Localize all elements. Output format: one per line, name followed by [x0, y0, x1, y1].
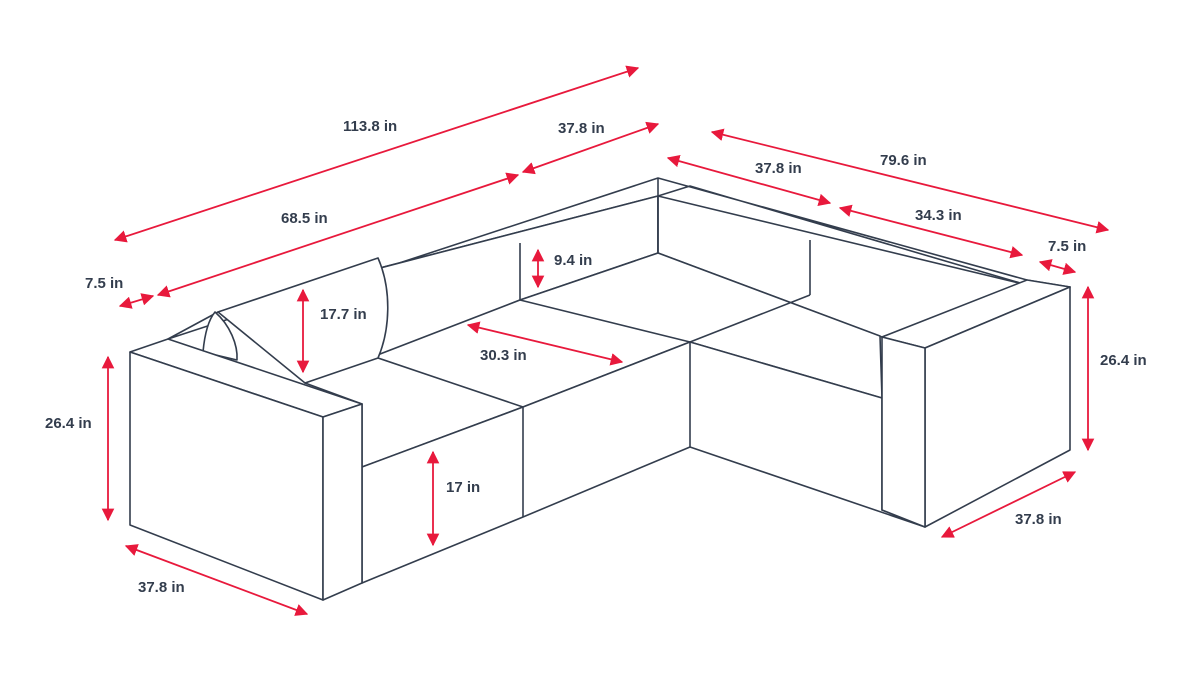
sofa-outline — [129, 177, 1071, 601]
label-right-inner: 34.3 in — [915, 207, 962, 224]
arrow-right-depth — [940, 471, 1077, 538]
label-right-corner: 37.8 in — [755, 160, 802, 177]
label-right-height: 26.4 in — [1100, 352, 1147, 369]
label-left-arm: 7.5 in — [85, 275, 124, 292]
arrow-left-arm — [118, 293, 155, 309]
label-right-arm: 7.5 in — [1048, 238, 1087, 255]
label-seat-depth: 30.3 in — [480, 347, 527, 364]
label-back-corner: 37.8 in — [558, 120, 605, 137]
arrow-right-arm — [1038, 259, 1077, 275]
arrow-back-inner — [156, 172, 520, 298]
label-left-height: 26.4 in — [45, 415, 92, 432]
label-back-inner: 68.5 in — [281, 210, 328, 227]
label-seat-height: 17 in — [446, 479, 481, 496]
arrow-right-corner — [666, 154, 832, 207]
label-right-depth: 37.8 in — [1015, 511, 1062, 528]
dimension-arrows — [101, 65, 1110, 616]
label-back-height: 17.7 in — [320, 306, 367, 323]
arrow-seat-depth — [466, 321, 624, 366]
arrow-back-corner — [521, 121, 660, 175]
arrow-right-inner — [838, 204, 1024, 259]
label-total-length: 113.8 in — [343, 118, 398, 135]
label-right-outer: 79.6 in — [880, 152, 927, 169]
arrow-left-depth — [124, 544, 309, 616]
label-left-depth: 37.8 in — [138, 579, 185, 596]
arrow-right-outer — [710, 128, 1110, 234]
label-back-cushion: 9.4 in — [554, 252, 593, 269]
